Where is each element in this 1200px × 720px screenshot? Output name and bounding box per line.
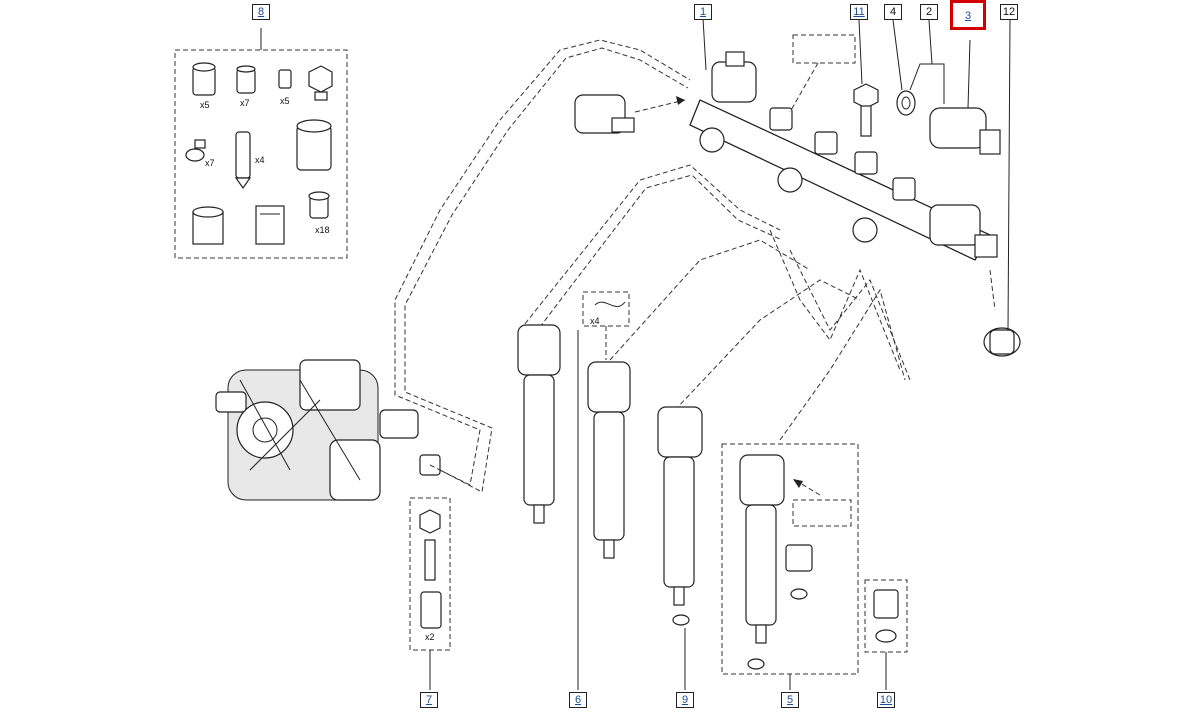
callout-11[interactable]: 11 (850, 4, 868, 20)
qty-clip-x4: x4 (590, 316, 600, 326)
fuel-lines (394, 39, 911, 493)
kit-cup (296, 119, 332, 171)
kit-seal-ring (192, 206, 224, 245)
callout-10[interactable]: 10 (877, 692, 895, 708)
kit-plug-b (308, 191, 330, 219)
qty-kit-x4: x4 (255, 155, 265, 165)
stud-kit-box (409, 497, 451, 651)
rail-pressure-sensor (711, 51, 757, 103)
rail-port-1 (769, 107, 793, 131)
kit-cap-b (236, 65, 256, 94)
callout-7[interactable]: 7 (420, 692, 438, 708)
o-ring-4 (892, 19, 916, 116)
callout-8[interactable]: 8 (252, 4, 270, 20)
rail-end-valve (929, 204, 998, 258)
blank-label-box-a (792, 34, 856, 64)
qty-kit-x7a: x7 (240, 98, 250, 108)
callout-3-highlighted[interactable]: 3 (950, 0, 986, 30)
kit-nut (308, 65, 333, 101)
callout-5[interactable]: 5 (781, 692, 799, 708)
seal-kit-box (174, 28, 348, 259)
bolt-11 (853, 19, 879, 137)
rail-port-2 (814, 131, 838, 155)
callout-12[interactable]: 12 (1000, 4, 1018, 20)
fuel-rail (689, 51, 998, 261)
callout-6[interactable]: 6 (569, 692, 587, 708)
qty-kit-x5b: x5 (280, 96, 290, 106)
kit-booklet (255, 205, 285, 245)
kit-cap-a (192, 62, 216, 96)
callout-4[interactable]: 4 (884, 4, 902, 20)
injector-2 (587, 361, 631, 559)
clip-x4 (582, 291, 630, 360)
callout-2[interactable]: 2 (920, 4, 938, 20)
kit-sleeve (234, 131, 252, 190)
injector-kit-box (721, 443, 859, 675)
seal-kit-box-10 (864, 579, 908, 653)
high-pressure-pump (215, 359, 441, 501)
pressure-sensor-3 (929, 39, 1001, 155)
callout-1[interactable]: 1 (694, 4, 712, 20)
detached-sensor (574, 94, 686, 134)
blank-label-box-b (792, 499, 852, 527)
kit-plug-a (278, 69, 292, 89)
injector-1 (517, 324, 561, 524)
qty-kit-x7b: x7 (205, 158, 215, 168)
qty-stud-x2: x2 (425, 632, 435, 642)
callout-9[interactable]: 9 (676, 692, 694, 708)
rail-cap-12 (983, 19, 1021, 357)
qty-kit-x18: x18 (315, 225, 330, 235)
kit-washer-tab (185, 139, 206, 162)
qty-kit-x5a: x5 (200, 100, 210, 110)
injector-3 (657, 406, 703, 626)
rail-port-3 (854, 151, 878, 175)
rail-port-4 (892, 177, 916, 201)
